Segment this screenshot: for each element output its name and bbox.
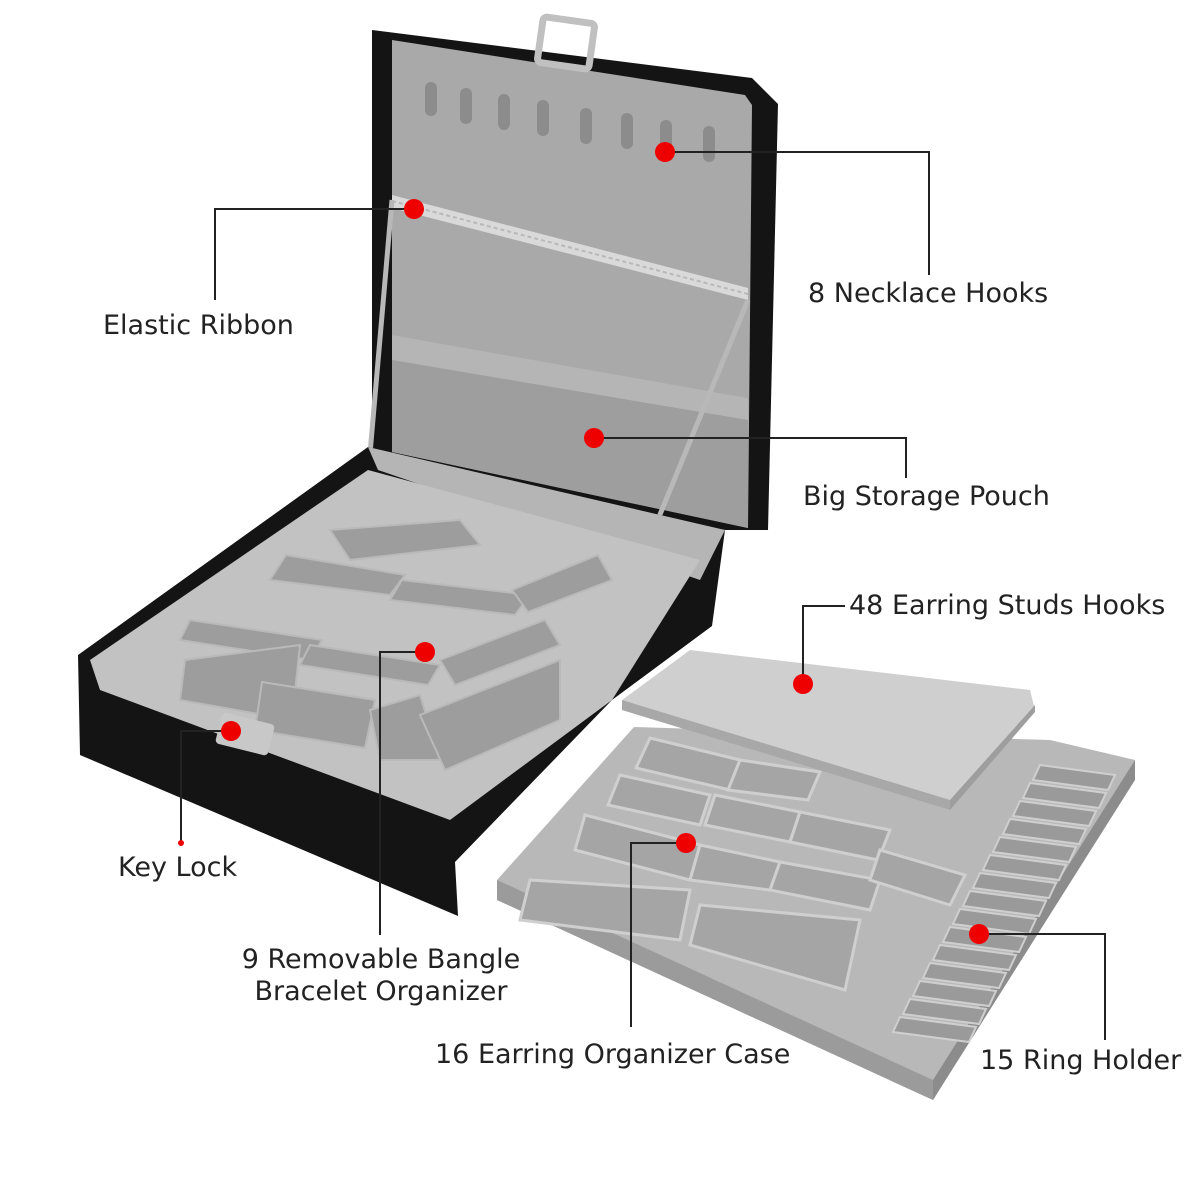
label-bangle-line2: Bracelet Organizer — [254, 976, 508, 1007]
label-bangle-organizer: 9 Removable Bangle Bracelet Organizer — [228, 944, 534, 1008]
leader-necklace-hooks — [665, 151, 930, 275]
box-base — [78, 447, 725, 916]
bangle-compartments — [178, 518, 614, 772]
label-key-lock: Key Lock — [118, 852, 238, 883]
marker-bangle — [415, 642, 435, 662]
leader-earring-studs — [802, 605, 845, 682]
leader-elastic-ribbon — [214, 208, 414, 300]
label-earring-case: 16 Earring Organizer Case — [435, 1039, 791, 1070]
label-elastic-ribbon: Elastic Ribbon — [103, 310, 294, 341]
callout-markers — [178, 142, 989, 944]
label-storage-pouch: Big Storage Pouch — [803, 481, 1050, 512]
earring-case-compartments — [518, 736, 968, 992]
marker-necklace-hooks — [655, 142, 675, 162]
label-ring-holder: 15 Ring Holder — [980, 1045, 1182, 1076]
open-lid — [363, 13, 778, 613]
leader-bangle — [379, 651, 425, 935]
leader-earring-case — [630, 842, 686, 1027]
marker-key-lock — [221, 721, 241, 741]
lid-clasp — [534, 13, 598, 73]
leader-lines — [180, 151, 1106, 1040]
label-bangle-line1: 9 Removable Bangle — [241, 944, 521, 975]
leader-key-lock — [180, 730, 231, 843]
leader-ring-holder — [979, 933, 1106, 1040]
marker-elastic-ribbon — [404, 199, 424, 219]
label-earring-studs: 48 Earring Studs Hooks — [849, 590, 1166, 621]
earring-studs-cushion — [622, 650, 1035, 810]
ring-holder-slots — [891, 763, 1117, 1044]
marker-storage-pouch — [584, 428, 604, 448]
marker-earring-studs — [793, 674, 813, 694]
marker-ring-holder — [969, 924, 989, 944]
leader-storage-pouch — [594, 437, 907, 478]
label-necklace-hooks: 8 Necklace Hooks — [808, 278, 1049, 309]
removable-tray — [497, 650, 1135, 1100]
marker-earring-case — [676, 833, 696, 853]
